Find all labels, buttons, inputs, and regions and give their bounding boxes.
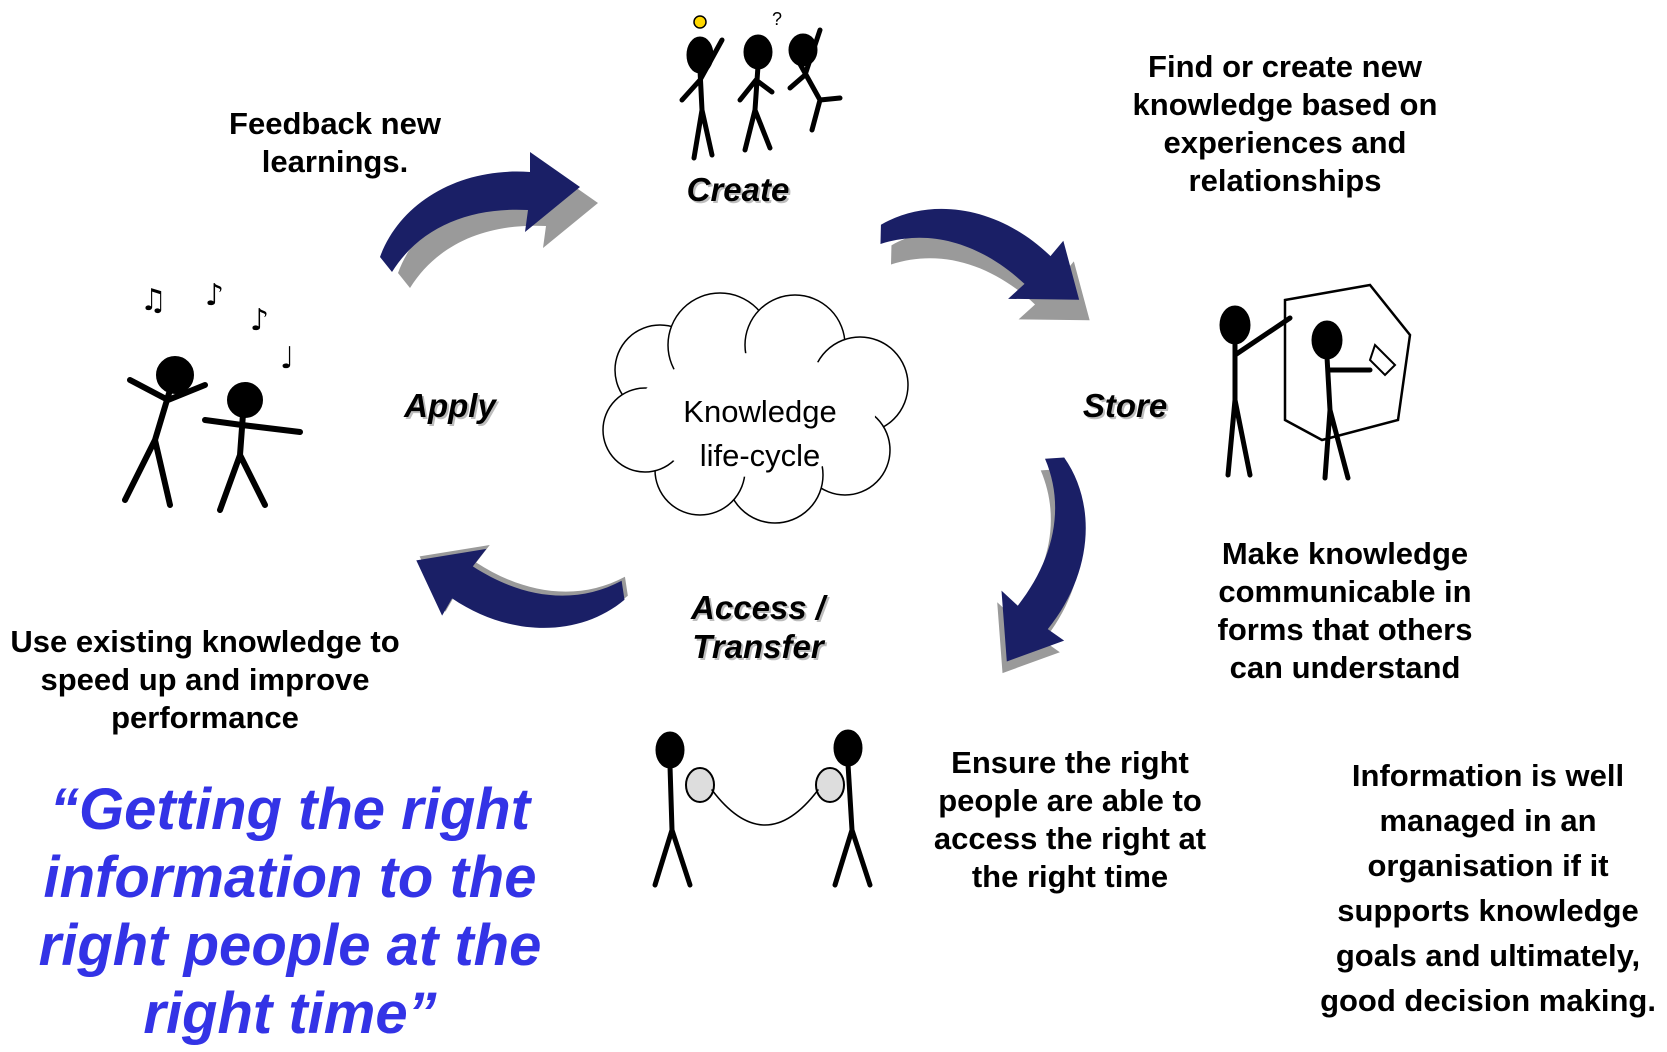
- svg-text:♪: ♪: [250, 303, 269, 338]
- tin-can-phone-icon: [652, 729, 873, 888]
- create-description: Find or create new knowledge based on ex…: [1132, 49, 1438, 198]
- svg-text:♫: ♫: [140, 283, 167, 318]
- stage-create: Create: [686, 171, 790, 208]
- svg-text:?: ?: [772, 9, 782, 29]
- whiteboard-people-icon: [1219, 283, 1412, 481]
- access-description: Ensure the right people are able to acce…: [933, 745, 1207, 894]
- center-title: Knowledge life-cycle: [683, 394, 837, 473]
- quote: “Getting the right information to the ri…: [38, 777, 542, 1046]
- feedback-description: Feedback new learnings.: [229, 106, 441, 179]
- svg-text:♩: ♩: [280, 341, 294, 376]
- arrow-create-to-store: [871, 144, 1113, 386]
- stage-access-transfer: Access / Transfer: [691, 589, 825, 665]
- cloud-icon: [602, 292, 909, 524]
- store-description: Make knowledge communicable in forms tha…: [1217, 536, 1473, 685]
- information-note: Information is well managed in an organi…: [1320, 758, 1656, 1018]
- apply-description: Use existing knowledge to speed up and i…: [10, 624, 400, 735]
- dancing-people-icon: ♫ ♪ ♪ ♩: [122, 278, 303, 513]
- stage-store: Store: [1082, 387, 1168, 424]
- thinking-people-icon: ?: [679, 9, 843, 161]
- arrow-store-to-access: [932, 448, 1151, 694]
- arrow-access-to-apply: [398, 482, 636, 691]
- stage-apply: Apply: [404, 387, 496, 424]
- svg-text:♪: ♪: [205, 278, 224, 313]
